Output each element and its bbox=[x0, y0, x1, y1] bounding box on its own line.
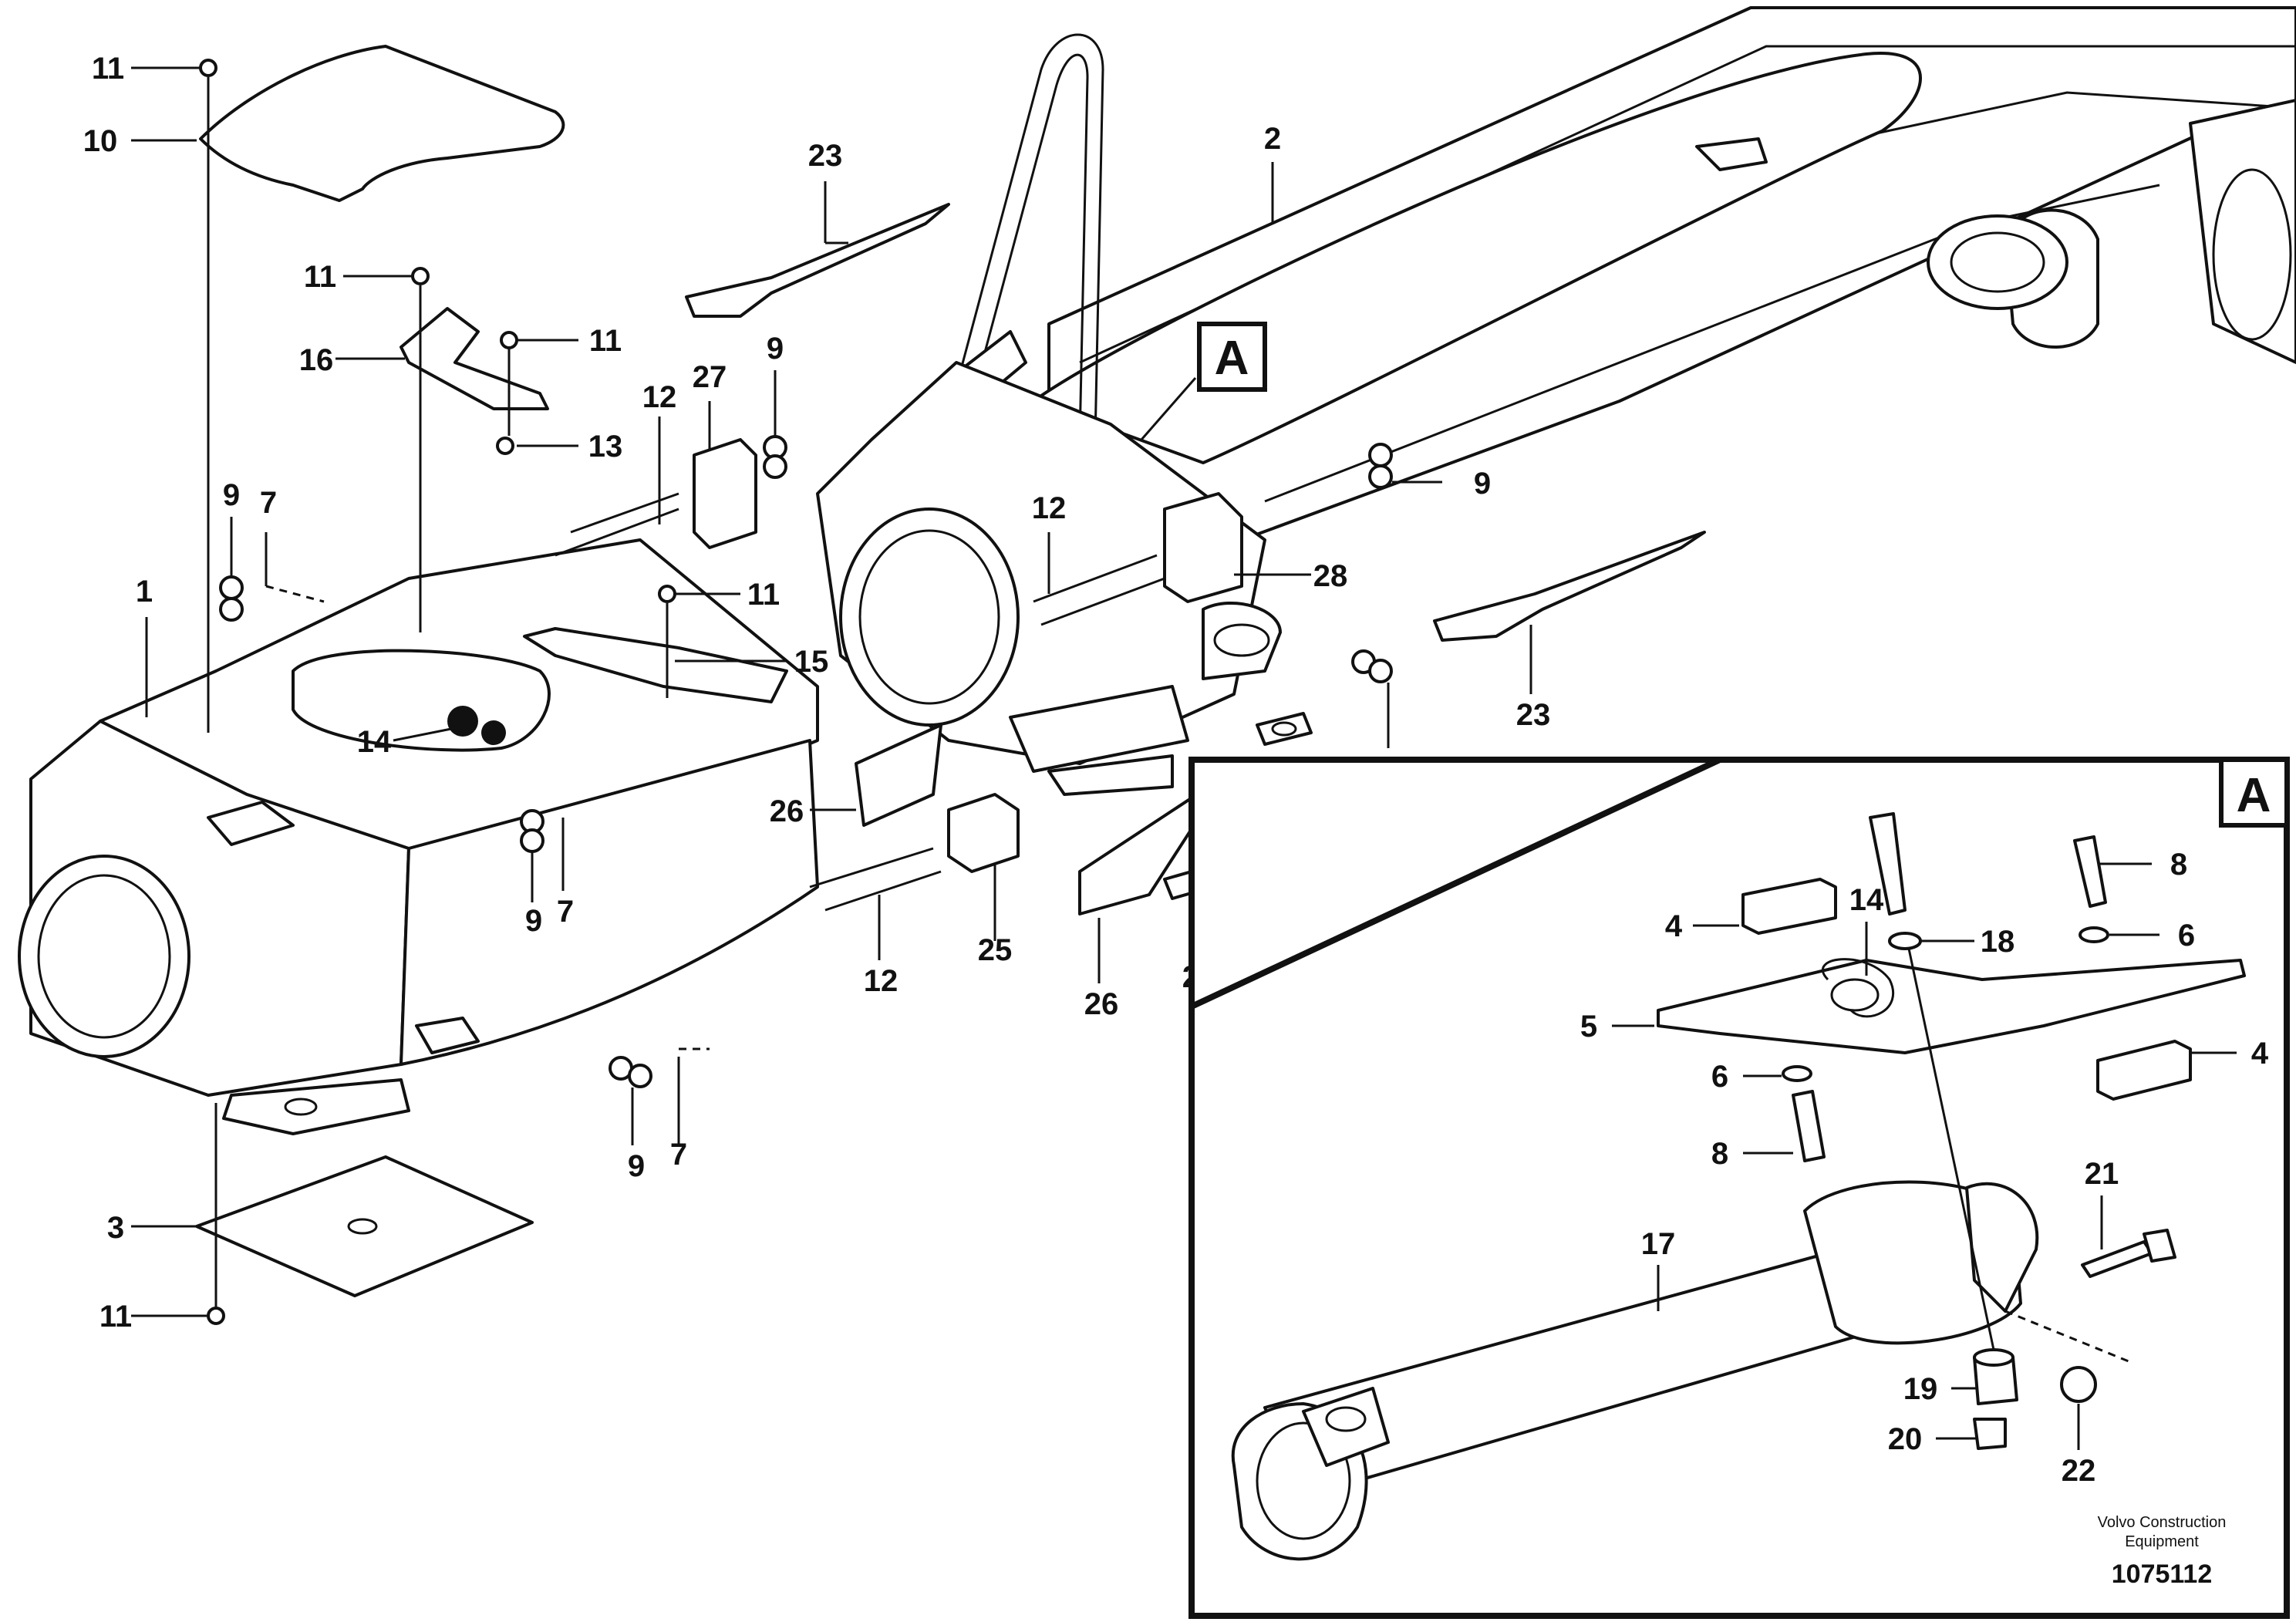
detail-callout-4: 4 bbox=[1665, 909, 1683, 943]
callout-11: 11 bbox=[92, 52, 124, 86]
callout-25: 25 bbox=[978, 933, 1013, 967]
detail-callout-8: 8 bbox=[2170, 848, 2187, 882]
detail-callout-18: 18 bbox=[1981, 925, 2015, 959]
detail-callout-4: 4 bbox=[2251, 1037, 2269, 1071]
nut-icons-part-9 bbox=[219, 435, 1393, 1088]
callout-11: 11 bbox=[99, 1300, 132, 1334]
detail-a-inset: A bbox=[1188, 757, 2290, 1619]
rubber-pad-part-28 bbox=[1163, 492, 1243, 603]
callout-7: 7 bbox=[557, 895, 574, 929]
callout-9: 9 bbox=[223, 478, 240, 512]
detail-callout-22: 22 bbox=[2062, 1454, 2096, 1488]
callout-9: 9 bbox=[767, 332, 784, 366]
front-frame-part-1 bbox=[18, 538, 819, 1135]
callout-11: 11 bbox=[304, 260, 336, 294]
detail-callout-5: 5 bbox=[1580, 1010, 1597, 1044]
callout-14: 14 bbox=[357, 725, 392, 759]
detail-callout-21: 21 bbox=[2085, 1157, 2119, 1191]
callout-12: 12 bbox=[1032, 491, 1067, 525]
bracket-part-16 bbox=[400, 307, 549, 410]
callout-labels-detail: 4 14 18 8 6 5 4 6 8 21 17 19 20 22 bbox=[1580, 848, 2269, 1488]
detail-callout-20: 20 bbox=[1888, 1422, 1923, 1456]
svg-text:A: A bbox=[2237, 769, 2271, 822]
washer-part-6-bottom bbox=[1782, 1065, 1812, 1082]
callout-10: 10 bbox=[83, 124, 118, 158]
leader-lines-detail bbox=[1612, 862, 2237, 1450]
callout-28: 28 bbox=[1313, 559, 1348, 593]
brand-line-2: Equipment bbox=[2125, 1533, 2199, 1550]
callout-23: 23 bbox=[808, 139, 843, 173]
callout-3: 3 bbox=[107, 1211, 124, 1245]
callout-12: 12 bbox=[642, 380, 677, 414]
callout-11: 11 bbox=[589, 324, 622, 358]
callout-27: 27 bbox=[693, 360, 727, 394]
brand-block: Volvo Construction Equipment 1075112 bbox=[2098, 1514, 2227, 1589]
washer-part-18 bbox=[1888, 932, 1922, 950]
detail-callout-8: 8 bbox=[1711, 1137, 1728, 1171]
bracket-plate-part-5 bbox=[1657, 959, 2246, 1054]
detail-callout-14: 14 bbox=[1849, 883, 1884, 917]
detail-a-marker: A bbox=[1197, 322, 1267, 392]
callout-9: 9 bbox=[525, 904, 542, 938]
rubber-pad-part-4-right bbox=[2096, 1040, 2192, 1101]
leader-lines-main bbox=[131, 66, 1532, 1317]
detail-a-label-box bbox=[2219, 757, 2289, 828]
bolt-part-8-bottom bbox=[1792, 1090, 1826, 1162]
cover-plate-part-10 bbox=[199, 45, 565, 202]
bracket-part-15 bbox=[523, 627, 788, 703]
detail-callout-17: 17 bbox=[1641, 1227, 1676, 1261]
rubber-pad-part-4-top bbox=[1741, 878, 1837, 935]
washer-part-6-top bbox=[2079, 926, 2109, 943]
document-number: 1075112 bbox=[2112, 1560, 2213, 1589]
svg-text:A: A bbox=[1215, 332, 1249, 385]
callout-26: 26 bbox=[1084, 987, 1119, 1021]
detail-callout-19: 19 bbox=[1903, 1372, 1938, 1406]
callout-9: 9 bbox=[628, 1149, 645, 1183]
rubber-pad-part-27 bbox=[693, 438, 757, 549]
callout-26: 26 bbox=[770, 794, 804, 828]
bushing-part-20 bbox=[1973, 1418, 2007, 1450]
callout-7: 7 bbox=[260, 486, 277, 520]
callout-15: 15 bbox=[794, 645, 829, 679]
callout-1: 1 bbox=[136, 575, 153, 609]
callout-13: 13 bbox=[588, 430, 623, 464]
bottom-plate-part-3 bbox=[195, 1155, 534, 1297]
tie-rods-part-12 bbox=[555, 492, 1165, 912]
callout-23: 23 bbox=[1516, 698, 1551, 732]
shield-part-26-left bbox=[855, 723, 942, 827]
guard-plate-part-23-right bbox=[1433, 531, 1706, 642]
detail-callout-6: 6 bbox=[2178, 919, 2195, 953]
callout-16: 16 bbox=[299, 343, 334, 377]
rear-frame-part-2 bbox=[1032, 6, 2296, 541]
guard-plate-part-23-left bbox=[685, 203, 950, 318]
front-frame-center-housing bbox=[816, 361, 1313, 796]
callout-2: 2 bbox=[1264, 122, 1281, 156]
brand-line-1: Volvo Construction bbox=[2098, 1514, 2227, 1531]
callout-9: 9 bbox=[1474, 467, 1491, 501]
bolt-part-8-top bbox=[2073, 835, 2107, 908]
bolt-part-18 bbox=[1869, 812, 1907, 916]
callout-7: 7 bbox=[670, 1138, 687, 1172]
callout-11: 11 bbox=[747, 578, 780, 612]
rubber-pad-part-25 bbox=[947, 793, 1020, 873]
nut-part-22 bbox=[2060, 1366, 2097, 1403]
detail-callout-6: 6 bbox=[1711, 1060, 1728, 1094]
callout-12: 12 bbox=[864, 964, 899, 998]
